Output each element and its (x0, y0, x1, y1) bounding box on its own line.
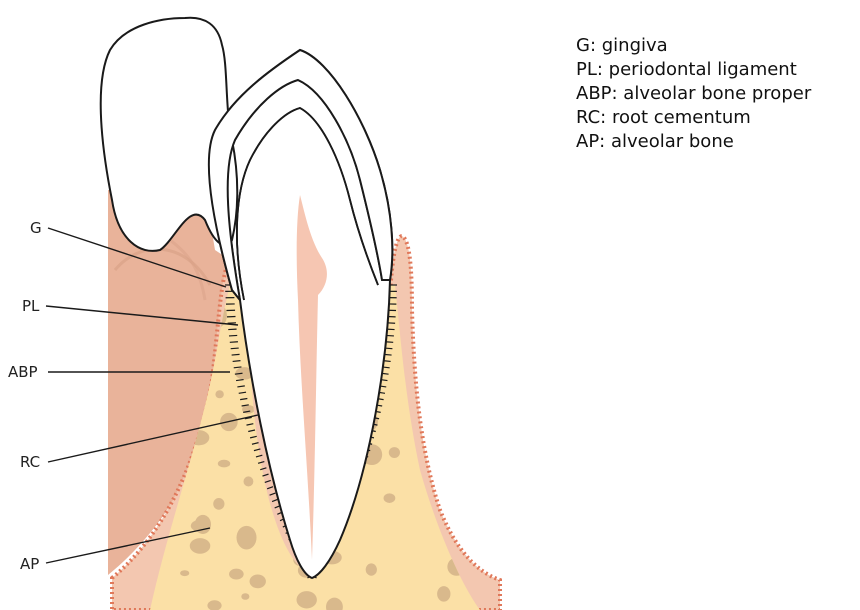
trabecula (190, 538, 211, 554)
label-g: G (30, 219, 42, 237)
ligament-fibre (234, 367, 242, 368)
trabecula (296, 591, 316, 608)
trabecula (213, 498, 224, 510)
trabecula (229, 569, 244, 580)
label-rc: RC (20, 453, 40, 471)
ligament-fibre (233, 361, 241, 362)
trabecula (389, 447, 400, 458)
legend-item-rc: RC: root cementum (576, 106, 811, 130)
trabecula (366, 563, 377, 575)
trabecula (215, 390, 223, 398)
label-pl: PL (22, 297, 40, 315)
trabecula (384, 493, 396, 503)
trabecula (461, 484, 474, 494)
ligament-fibre (231, 348, 239, 349)
trabecula (244, 476, 254, 486)
trabecula (180, 570, 189, 576)
trabecula (442, 473, 451, 479)
ligament-fibre (232, 354, 240, 355)
ligament-fibre (229, 335, 237, 336)
legend-item-abp: ABP: alveolar bone proper (576, 82, 811, 106)
label-ap: AP (20, 555, 39, 573)
trabecula (241, 593, 249, 600)
trabecula (463, 456, 471, 463)
legend-item-ap: AP: alveolar bone (576, 130, 811, 154)
ligament-fibre (230, 342, 238, 343)
trabecula (419, 350, 432, 361)
trabecula (445, 482, 464, 502)
legend-item-g: G: gingiva (576, 34, 811, 58)
trabecula (459, 394, 473, 407)
legend-item-pl: PL: periodontal ligament (576, 58, 811, 82)
legend: G: gingiva PL: periodontal ligament ABP:… (576, 34, 811, 154)
trabecula (237, 526, 257, 550)
trabecula (250, 575, 266, 589)
label-abp: ABP (8, 363, 38, 381)
trabecula (437, 586, 450, 602)
trabecula (218, 460, 230, 468)
